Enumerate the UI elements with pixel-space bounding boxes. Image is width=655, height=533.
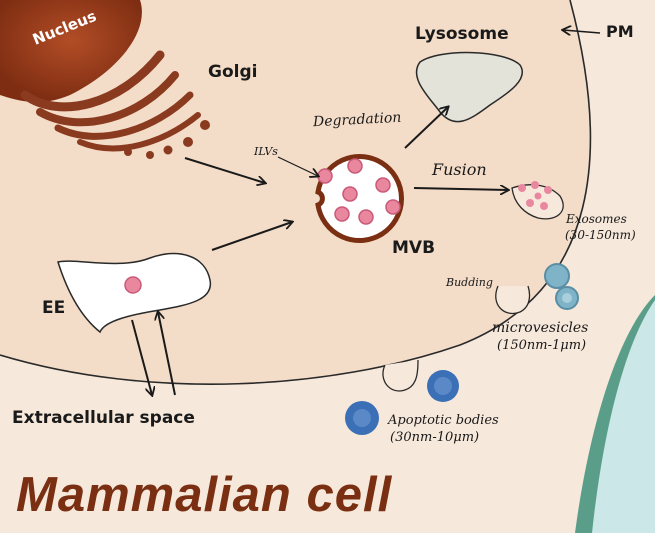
microvesicle-1: [545, 264, 569, 288]
diagram-title: Mammalian cell: [16, 467, 392, 523]
ee-label: EE: [42, 298, 65, 318]
apoptotic-body-2-core: [353, 409, 371, 427]
microvesicle-2-core: [562, 293, 572, 303]
lysosome-shape: [417, 53, 523, 122]
microvesicles-label: microvesicles: [492, 320, 588, 336]
golgi-label: Golgi: [208, 62, 257, 82]
arrow-degradation: [405, 107, 448, 148]
ilvs-label: ILVs: [254, 145, 278, 158]
arrow-golgi-to-mvb: [185, 158, 265, 183]
apoptotic-bodies-label: Apoptotic bodies: [388, 413, 499, 428]
apoptotic-size-label: (30nm-10μm): [390, 430, 479, 445]
fusion-label: Fusion: [432, 160, 487, 179]
mvb-label: MVB: [392, 238, 435, 258]
budding-label: Budding: [446, 276, 493, 289]
arrow-ee-to-mvb: [212, 222, 292, 250]
budding-pocket: [496, 286, 530, 313]
arrow-fusion: [414, 188, 508, 190]
microvesicles-size-label: (150nm-1μm): [497, 338, 586, 353]
pm-label: PM: [606, 22, 634, 41]
lysosome-label: Lysosome: [415, 24, 509, 44]
ee-vesicle: [125, 277, 141, 293]
extracellular-space-label: Extracellular space: [12, 408, 195, 428]
arrow-ilvs: [278, 157, 318, 176]
apoptotic-body-1-core: [434, 377, 452, 395]
exosomes-size-label: (30-150nm): [565, 228, 636, 242]
exosomes-label: Exosomes: [566, 212, 627, 226]
